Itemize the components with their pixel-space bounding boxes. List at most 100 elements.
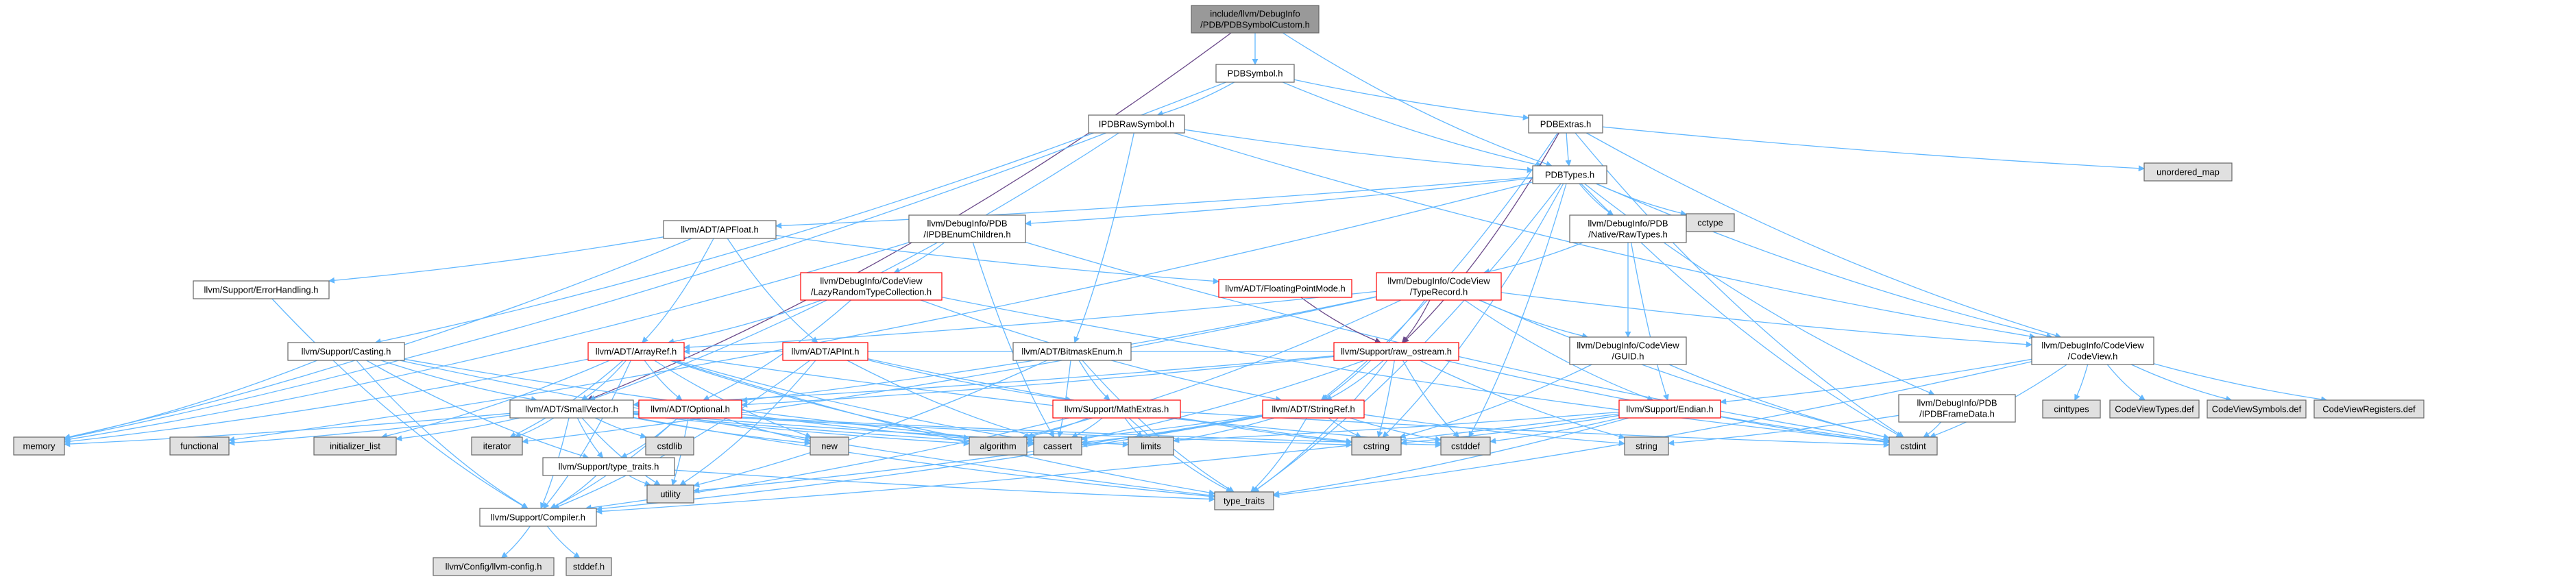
edge-mathextras-to-cassert xyxy=(1071,417,1103,438)
node-smallvector[interactable]: llvm/ADT/SmallVector.h xyxy=(509,399,634,419)
node-pdbframedata[interactable]: llvm/DebugInfo/PDB/IPDBFrameData.h xyxy=(1898,394,2016,423)
edge-smallvector-to-cstddef xyxy=(633,411,1442,448)
node-bitmaskenum[interactable]: llvm/ADT/BitmaskEnum.h xyxy=(1012,342,1132,361)
node-string: string xyxy=(1624,436,1669,456)
node-label-enumchildren: /IPDBEnumChildren.h xyxy=(923,230,1010,240)
edge-enumchildren-to-lazyrandom xyxy=(893,242,945,274)
edge-codeview-to-codeviewsymbols xyxy=(2130,364,2233,402)
node-errorhandling[interactable]: llvm/Support/ErrorHandling.h xyxy=(193,280,330,299)
node-mathextras[interactable]: llvm/Support/MathExtras.h xyxy=(1052,399,1181,419)
edge-endian-to-cstdint xyxy=(1720,416,1890,445)
node-label-pdbframedata: llvm/DebugInfo/PDB xyxy=(1917,398,1997,408)
node-label-codeviewtypes: CodeViewTypes.def xyxy=(2115,404,2194,415)
edge-rawtypes-to-endian xyxy=(1630,242,1669,401)
node-endian[interactable]: llvm/Support/Endian.h xyxy=(1618,399,1721,419)
node-optional[interactable]: llvm/ADT/Optional.h xyxy=(638,399,742,419)
edge-smallvector-to-typetraits_h xyxy=(576,417,604,458)
node-box-algorithm xyxy=(969,436,1028,456)
node-stringref[interactable]: llvm/ADT/StringRef.h xyxy=(1262,399,1365,419)
edge-compiler-to-llvmconfig xyxy=(500,526,531,558)
node-label-casting: llvm/Support/Casting.h xyxy=(302,347,391,357)
node-codeviewtypes: CodeViewTypes.def xyxy=(2109,399,2200,419)
node-box-cctype xyxy=(1686,213,1735,232)
edge-lazyrandom-to-cstdint xyxy=(941,297,1890,445)
node-box-codeviewregisters xyxy=(2313,399,2425,419)
edge-rawtypes-to-typerecord xyxy=(1483,242,1583,275)
node-codeview[interactable]: llvm/DebugInfo/CodeView/CodeView.h xyxy=(2031,336,2154,365)
edge-pdbtypes-to-functional xyxy=(228,182,1533,443)
node-box-guid xyxy=(1569,336,1687,365)
node-cstring: cstring xyxy=(1351,436,1402,456)
node-pdbextras[interactable]: PDBExtras.h xyxy=(1528,114,1603,134)
edge-smallvector-to-memory xyxy=(64,412,511,447)
node-label-ipdbrawsymbol: IPDBRawSymbol.h xyxy=(1099,119,1175,129)
node-ipdbrawsymbol[interactable]: IPDBRawSymbol.h xyxy=(1088,114,1185,134)
edge-pdbtypes-to-enumchildren xyxy=(1025,177,1533,227)
node-pdbsymbol[interactable]: PDBSymbol.h xyxy=(1215,64,1295,83)
node-box-ipdbrawsymbol xyxy=(1088,114,1185,134)
node-box-iterator xyxy=(471,436,523,456)
node-label-algorithm: algorithm xyxy=(980,441,1016,452)
node-label-bitmaskenum: llvm/ADT/BitmaskEnum.h xyxy=(1021,347,1122,357)
node-box-pdbtypes xyxy=(1532,165,1607,184)
node-box-cstring xyxy=(1351,436,1402,456)
node-box-unordered_map xyxy=(2143,162,2233,182)
edge-apfloat-to-apint xyxy=(727,238,818,343)
node-root[interactable]: include/llvm/DebugInfo/PDB/PDBSymbolCust… xyxy=(1191,5,1320,34)
node-typerecord[interactable]: llvm/DebugInfo/CodeView/TypeRecord.h xyxy=(1376,272,1502,301)
node-label-compiler: llvm/Support/Compiler.h xyxy=(491,512,585,523)
node-floatingpoint[interactable]: llvm/ADT/FloatingPointMode.h xyxy=(1218,279,1352,298)
node-cstdlib: cstdlib xyxy=(645,436,694,456)
edge-apfloat-to-errorhandling xyxy=(328,236,664,284)
edge-stringref-to-utility xyxy=(693,415,1263,494)
node-box-apint xyxy=(782,342,868,361)
node-box-codeviewtypes xyxy=(2109,399,2200,419)
node-arrayref[interactable]: llvm/ADT/ArrayRef.h xyxy=(587,342,685,361)
nodes-layer: include/llvm/DebugInfo/PDB/PDBSymbolCust… xyxy=(13,5,2425,576)
node-box-rawtypes xyxy=(1569,214,1687,243)
node-label-cctype: cctype xyxy=(1697,218,1723,228)
edge-pdbtypes-to-cctype xyxy=(1595,183,1687,217)
node-lazyrandom[interactable]: llvm/DebugInfo/CodeView/LazyRandomTypeCo… xyxy=(800,272,943,301)
edge-endian-to-cstring xyxy=(1400,415,1620,446)
node-box-arrayref xyxy=(587,342,685,361)
node-enumchildren[interactable]: llvm/DebugInfo/PDB/IPDBEnumChildren.h xyxy=(908,214,1026,243)
edge-arrayref-to-cassert xyxy=(675,360,1034,443)
edge-apfloat-to-arrayref xyxy=(642,238,714,343)
edge-raw_ostream-to-smallvector xyxy=(633,355,1335,408)
node-apint[interactable]: llvm/ADT/APInt.h xyxy=(782,342,868,361)
edge-optional-to-new xyxy=(723,417,811,443)
node-limits: limits xyxy=(1128,436,1174,456)
edge-typerecord-to-endian xyxy=(1464,299,1654,401)
node-box-type_traits xyxy=(1214,491,1274,510)
node-casting[interactable]: llvm/Support/Casting.h xyxy=(287,342,405,361)
node-label-unordered_map: unordered_map xyxy=(2156,167,2220,177)
node-label-rawtypes: llvm/DebugInfo/PDB xyxy=(1588,219,1668,229)
edge-mathextras-to-type_traits xyxy=(1128,417,1232,493)
node-box-limits xyxy=(1128,436,1174,456)
node-label-errorhandling: llvm/Support/ErrorHandling.h xyxy=(204,285,319,295)
edge-arrayref-to-algorithm xyxy=(670,360,970,441)
node-guid[interactable]: llvm/DebugInfo/CodeView/GUID.h xyxy=(1569,336,1687,365)
node-box-stringref xyxy=(1262,399,1365,419)
node-label-typetraits_h: llvm/Support/type_traits.h xyxy=(559,462,659,472)
node-label-raw_ostream: llvm/Support/raw_ostream.h xyxy=(1341,347,1452,357)
node-box-pdbframedata xyxy=(1898,394,2016,423)
node-label-rawtypes: /Native/RawTypes.h xyxy=(1588,230,1668,240)
edge-ipdbrawsymbol-to-pdbtypes xyxy=(1184,129,1533,173)
node-raw_ostream[interactable]: llvm/Support/raw_ostream.h xyxy=(1333,342,1459,361)
node-pdbtypes[interactable]: PDBTypes.h xyxy=(1532,165,1607,184)
edge-endian-to-type_traits xyxy=(1273,417,1629,497)
node-box-lazyrandom xyxy=(800,272,943,301)
node-box-cassert xyxy=(1033,436,1082,456)
edge-pdbtypes-to-cstring xyxy=(1382,183,1564,438)
node-label-mathextras: llvm/Support/MathExtras.h xyxy=(1065,404,1169,415)
node-rawtypes[interactable]: llvm/DebugInfo/PDB/Native/RawTypes.h xyxy=(1569,214,1687,243)
edge-typerecord-to-raw_ostream xyxy=(1401,299,1431,343)
node-label-initializer_list: initializer_list xyxy=(330,441,380,452)
node-label-guid: llvm/DebugInfo/CodeView xyxy=(1577,341,1679,351)
node-compiler[interactable]: llvm/Support/Compiler.h xyxy=(479,508,597,527)
node-typetraits_h[interactable]: llvm/Support/type_traits.h xyxy=(542,457,675,476)
node-apfloat[interactable]: llvm/ADT/APFloat.h xyxy=(663,220,777,239)
